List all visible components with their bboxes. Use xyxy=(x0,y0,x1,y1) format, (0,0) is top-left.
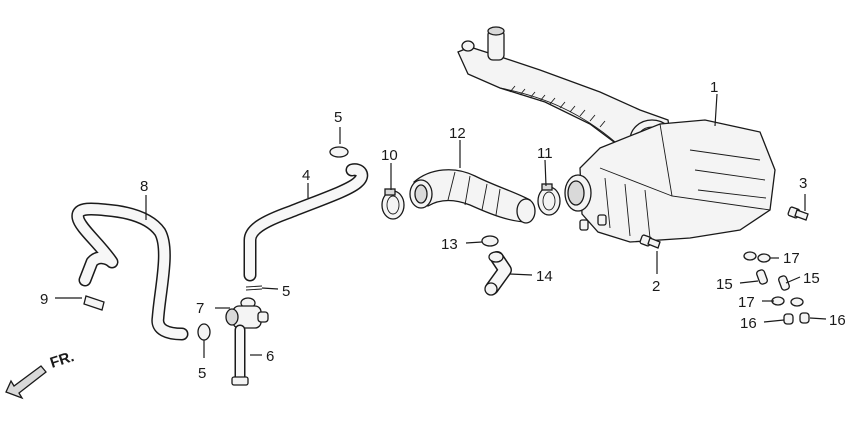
callout-9: 9 xyxy=(40,291,48,308)
drain-tube xyxy=(231,324,249,386)
callout-12: 12 xyxy=(449,125,466,142)
breather-hose-8 xyxy=(71,202,189,341)
callout-17-bottom: 17 xyxy=(738,294,755,311)
callout-15-left: 15 xyxy=(716,276,733,293)
callout-15-right: 15 xyxy=(803,270,820,287)
connecting-tube xyxy=(409,169,536,224)
callout-7: 7 xyxy=(196,300,204,317)
callout-8: 8 xyxy=(140,178,148,195)
callout-11: 11 xyxy=(537,145,553,162)
callout-14: 14 xyxy=(536,268,553,285)
callout-13: 13 xyxy=(441,236,458,253)
callout-2: 2 xyxy=(652,278,660,295)
bolt-2 xyxy=(639,234,661,249)
callout-10: 10 xyxy=(381,147,398,164)
hose-clamp-11 xyxy=(537,183,561,216)
callout-16-left: 16 xyxy=(740,315,757,332)
bolt-3 xyxy=(787,206,809,221)
front-label: FR. xyxy=(48,348,76,372)
grommet xyxy=(481,235,499,247)
front-direction-indicator: FR. xyxy=(5,348,76,400)
clip-5-bottom xyxy=(197,323,211,341)
hose-clamp-10 xyxy=(381,188,405,220)
callout-5-middle: 5 xyxy=(282,283,290,300)
hose-tip xyxy=(83,295,105,311)
callout-16-right: 16 xyxy=(829,312,846,329)
clip-5-top xyxy=(329,146,349,158)
callout-17-top: 17 xyxy=(783,250,800,267)
callout-3: 3 xyxy=(799,175,807,192)
elbow-hose xyxy=(484,251,512,296)
front-arrow-icon xyxy=(5,365,47,400)
small-fittings xyxy=(743,251,810,325)
drain-valve xyxy=(225,297,269,329)
air-cleaner-assembly xyxy=(457,26,776,243)
callout-labels: 1 2 3 4 5 5 5 6 7 8 9 10 11 12 13 14 15 … xyxy=(40,79,846,382)
air-cleaner-housing xyxy=(579,119,776,243)
callout-5-top: 5 xyxy=(334,109,342,126)
breather-hose-4 xyxy=(243,163,369,282)
callout-4: 4 xyxy=(302,167,310,184)
clip-5-middle xyxy=(245,285,263,291)
leader-lines xyxy=(55,93,827,358)
callout-5-bottom: 5 xyxy=(198,365,206,382)
callout-6: 6 xyxy=(266,348,274,365)
callout-1: 1 xyxy=(710,79,718,96)
